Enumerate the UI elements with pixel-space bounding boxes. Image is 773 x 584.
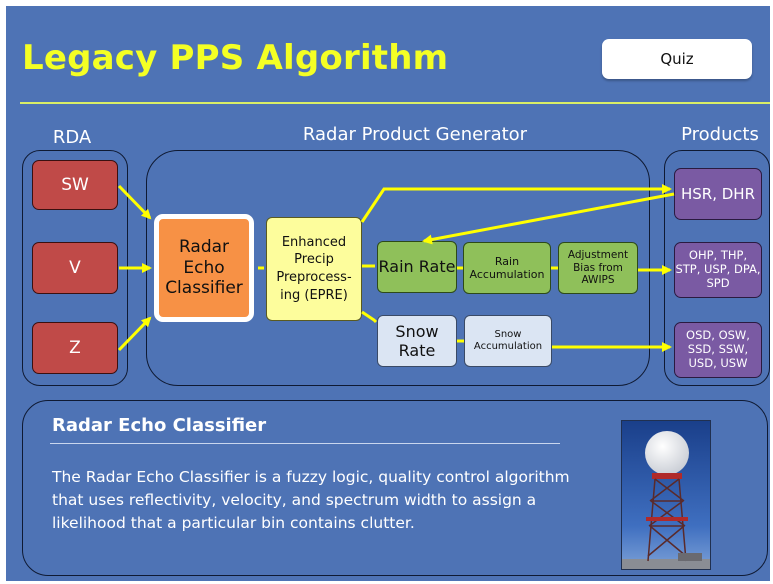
rda-z-box: Z bbox=[32, 322, 118, 374]
rda-sw-box: SW bbox=[32, 160, 118, 210]
quiz-button[interactable]: Quiz bbox=[602, 39, 752, 79]
radar-echo-classifier-box[interactable]: Radar Echo Classifier bbox=[154, 214, 254, 322]
product-ohp-box[interactable]: OHP, THP, STP, USP, DPA, SPD bbox=[674, 242, 762, 298]
rda-v-box: V bbox=[32, 242, 118, 294]
product-osd-box[interactable]: OSD, OSW, SSD, SSW, USD, USW bbox=[674, 322, 762, 378]
epre-box[interactable]: Enhanced Precip Preprocess-ing (EPRE) bbox=[266, 217, 362, 321]
rpg-label: Radar Product Generator bbox=[302, 124, 528, 145]
rain-accumulation-box[interactable]: Rain Accumulation bbox=[463, 242, 551, 294]
arrow-epre-to-snow-rate bbox=[361, 310, 378, 324]
product-hsr-dhr-box[interactable]: HSR, DHR bbox=[674, 168, 762, 220]
info-heading: Radar Echo Classifier bbox=[52, 415, 267, 436]
rda-label: RDA bbox=[52, 127, 92, 148]
info-divider bbox=[50, 443, 560, 444]
adjustment-bias-box[interactable]: Adjustment Bias from AWIPS bbox=[558, 242, 638, 294]
snow-rate-box[interactable]: Snow Rate bbox=[377, 315, 457, 367]
arrow-z-to-classifier bbox=[117, 316, 152, 352]
arrow-epre-to-hsr bbox=[360, 184, 672, 223]
info-body: The Radar Echo Classifier is a fuzzy log… bbox=[52, 468, 570, 532]
page-title: Legacy PPS Algorithm bbox=[22, 38, 449, 78]
radar-tower-photo bbox=[621, 420, 711, 570]
snow-accumulation-box[interactable]: Snow Accumulation bbox=[464, 315, 552, 367]
title-divider bbox=[20, 102, 770, 104]
products-label: Products bbox=[681, 124, 759, 145]
arrow-hsr-to-rain-rate bbox=[422, 192, 675, 245]
arrow-sw-to-classifier bbox=[117, 184, 152, 220]
rain-rate-box[interactable]: Rain Rate bbox=[377, 241, 457, 293]
